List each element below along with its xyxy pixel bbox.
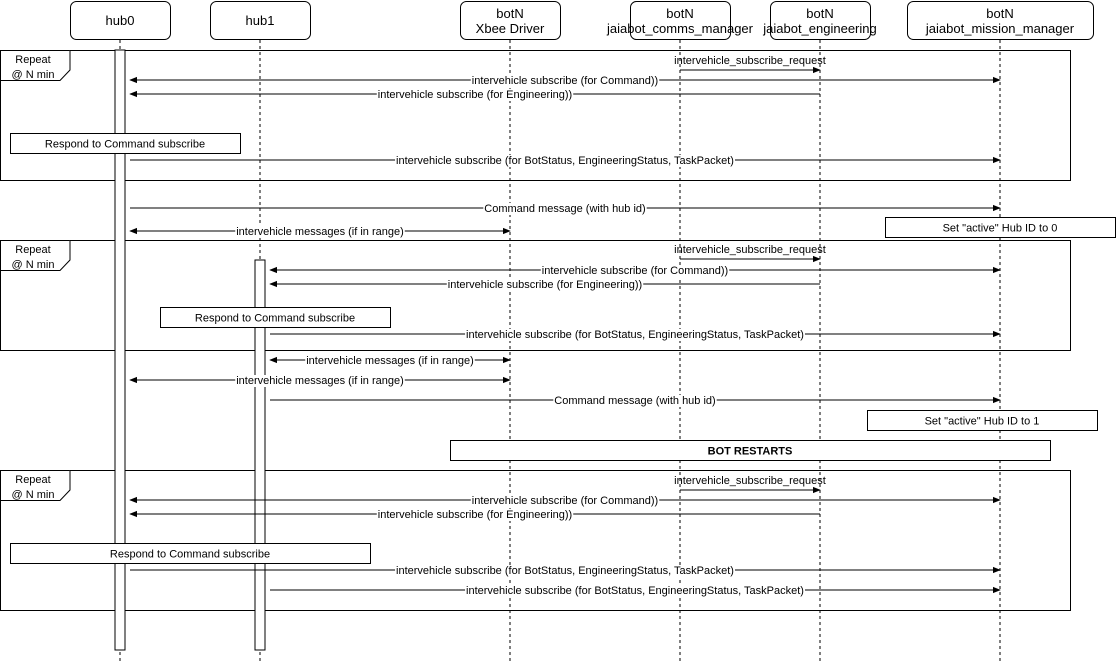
- message-18: intervehicle subscribe (for Command)): [129, 495, 1000, 507]
- loop-frame-label: @ N min: [12, 69, 55, 81]
- note-text: Respond to Command subscribe: [195, 313, 355, 325]
- loop-frame-label: Repeat: [15, 54, 50, 66]
- participant-label: jaiabot_mission_manager: [925, 21, 1075, 36]
- note-set-hub-0: Set "active" Hub ID to 0: [885, 217, 1116, 238]
- activation-hub0: [114, 49, 126, 651]
- loop-frame-label: @ N min: [12, 489, 55, 501]
- message-label: intervehicle_subscribe_request: [674, 55, 826, 67]
- participant-label: Xbee Driver: [476, 21, 545, 36]
- message-10: intervehicle subscribe (for Command)): [269, 265, 1000, 277]
- participant-label: jaiabot_engineering: [762, 21, 876, 36]
- message-14: intervehicle messages (if in range): [129, 375, 511, 387]
- note-bot-restarts: BOT RESTARTS: [450, 440, 1051, 461]
- message-13: intervehicle messages (if in range): [269, 355, 511, 367]
- participant-label: jaiabot_comms_manager: [606, 21, 754, 36]
- message-4: intervehicle subscribe (for Engineering)…: [129, 89, 820, 101]
- message-label: intervehicle_subscribe_request: [674, 244, 826, 256]
- participant-hub1[interactable]: hub1: [210, 1, 311, 40]
- message-label: intervehicle messages (if in range): [236, 375, 404, 387]
- message-label: intervehicle_subscribe_request: [674, 475, 826, 487]
- note-text: Respond to Command subscribe: [110, 549, 270, 561]
- message-label: intervehicle subscribe (for BotStatus, E…: [396, 565, 734, 577]
- message-label: intervehicle subscribe (for Engineering)…: [378, 89, 572, 101]
- message-label: intervehicle subscribe (for Command)): [472, 75, 658, 87]
- participant-label: hub1: [246, 13, 275, 28]
- message-21: intervehicle subscribe (for BotStatus, E…: [270, 585, 1001, 597]
- message-19: intervehicle subscribe (for Engineering)…: [129, 509, 820, 521]
- message-8: intervehicle_subscribe_request: [674, 244, 826, 263]
- note-text: BOT RESTARTS: [708, 446, 793, 458]
- message-11: intervehicle subscribe (for Engineering)…: [269, 279, 820, 291]
- message-label: intervehicle subscribe (for BotStatus, E…: [466, 329, 804, 341]
- loop-frame-label: Repeat: [15, 474, 50, 486]
- message-label: Command message (with hub id): [484, 203, 645, 215]
- loop-frame-2: Repeat @ N min: [0, 240, 1071, 351]
- participant-label: botN: [496, 6, 523, 21]
- message-20: intervehicle subscribe (for BotStatus, E…: [130, 565, 1001, 577]
- message-label: intervehicle subscribe (for BotStatus, E…: [466, 585, 804, 597]
- message-6: Command message (with hub id): [130, 203, 1001, 215]
- message-16: intervehicle_subscribe_request: [674, 475, 826, 494]
- message-label: intervehicle subscribe (for Engineering)…: [448, 279, 642, 291]
- message-label: intervehicle subscribe (for Command)): [472, 495, 658, 507]
- loop-frame-1: Repeat @ N min: [0, 50, 1071, 181]
- message-3: intervehicle subscribe (for Command)): [129, 75, 1000, 87]
- note-respond-2: Respond to Command subscribe: [160, 307, 391, 328]
- message-label: intervehicle subscribe (for Engineering)…: [378, 509, 572, 521]
- loop-frame-label: @ N min: [12, 259, 55, 271]
- message-1: intervehicle_subscribe_request: [674, 55, 826, 74]
- activation-hub1: [254, 259, 266, 651]
- participant-label: botN: [806, 6, 833, 21]
- message-label: intervehicle subscribe (for Command)): [542, 265, 728, 277]
- note-text: Set "active" Hub ID to 1: [925, 416, 1040, 428]
- participant-label: botN: [666, 6, 693, 21]
- loop-frame-label: Repeat: [15, 244, 50, 256]
- note-respond-3: Respond to Command subscribe: [10, 543, 371, 564]
- note-text: Respond to Command subscribe: [45, 139, 205, 151]
- message-label: Command message (with hub id): [554, 395, 715, 407]
- participant-label: botN: [986, 6, 1013, 21]
- message-15: Command message (with hub id): [270, 395, 1001, 407]
- loop-frame-3: Repeat @ N min: [0, 470, 1071, 611]
- message-label: intervehicle subscribe (for BotStatus, E…: [396, 155, 734, 167]
- note-set-hub-1: Set "active" Hub ID to 1: [867, 410, 1098, 431]
- message-label: intervehicle messages (if in range): [236, 226, 404, 238]
- message-12: intervehicle subscribe (for BotStatus, E…: [270, 329, 1001, 341]
- message-7: intervehicle messages (if in range): [129, 226, 511, 238]
- participant-hub0[interactable]: hub0: [70, 1, 171, 40]
- message-5: intervehicle subscribe (for BotStatus, E…: [130, 155, 1001, 167]
- note-text: Set "active" Hub ID to 0: [943, 223, 1058, 235]
- note-respond-1: Respond to Command subscribe: [10, 133, 241, 154]
- participant-label: hub0: [106, 13, 135, 28]
- message-label: intervehicle messages (if in range): [306, 355, 474, 367]
